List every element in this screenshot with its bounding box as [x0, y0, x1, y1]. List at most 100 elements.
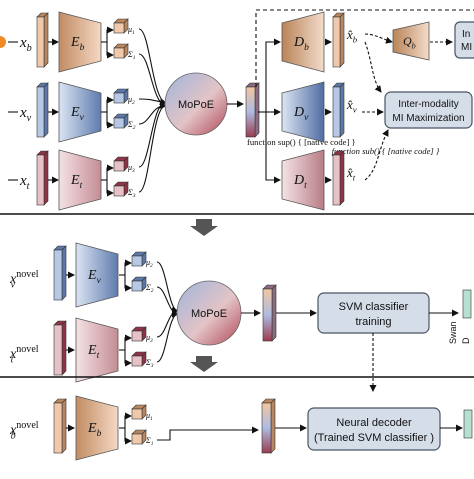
- dashed-xt-to-inter: [364, 129, 389, 181]
- swan-label-2: D: [461, 337, 471, 344]
- input-slab-xv: [36, 82, 49, 138]
- sig2-cube-xt-face: [131, 355, 143, 367]
- sig-cube-xt: [113, 181, 129, 197]
- latent-z2: [262, 284, 277, 342]
- decoder-Db: [281, 11, 325, 73]
- sig-label-xb: Σ1: [127, 50, 136, 61]
- input-slab-xv-side: [43, 82, 49, 138]
- arrow-to-mu-xb: [106, 26, 114, 42]
- z-label: function sup() { [native code] }function…: [247, 137, 440, 156]
- curve2-mu-xt: [156, 306, 179, 338]
- arrow-to-mu2-xv: [124, 259, 132, 275]
- mu-cube-xb: [113, 18, 129, 34]
- mu-label-xv: μ2: [127, 95, 135, 106]
- arrow-to-Db: [265, 38, 281, 112]
- novel-input-slab-xt: [53, 320, 67, 376]
- recon-slab-Dv-face: [332, 86, 341, 138]
- encoder2-label-Et: Et: [87, 343, 100, 361]
- novel-input-slab-xb: [53, 398, 67, 454]
- intra-mi-line1: In: [462, 29, 470, 40]
- input-label-xv: xv: [19, 105, 32, 124]
- mu2-cube-xv: [131, 251, 147, 267]
- mu2-label-xt: μ3: [145, 333, 153, 344]
- svm-training-box-line1: SVM classifier: [339, 301, 409, 313]
- latent-z-face: [245, 86, 256, 138]
- recon-slab-Dt: [332, 150, 345, 206]
- novel-input-slab-xt-side: [61, 320, 67, 376]
- input-slab-xb-face: [36, 16, 45, 68]
- novel-input-slab-xv-side: [61, 245, 67, 301]
- sig3-cube: [131, 429, 147, 445]
- mu-label-xb: μ1: [127, 25, 135, 36]
- novel-input-slab-xb-face: [53, 402, 63, 454]
- sig-cube-xb-face: [113, 47, 125, 59]
- inter-modality-box-line1: Inter-modality: [398, 99, 459, 110]
- encoder-label-Ev: Ev: [70, 105, 85, 123]
- recon-slab-Db-side: [339, 12, 345, 68]
- curve2-sig-xt: [156, 310, 179, 363]
- encoder-Et: [58, 149, 102, 211]
- sig-cube-xv: [113, 113, 129, 129]
- neural-decoder-box-line1: Neural decoder: [336, 417, 412, 429]
- sig-cube-xv-face: [113, 117, 125, 129]
- decoder-Dv: [281, 81, 325, 143]
- sig3-label: Σ1: [145, 436, 154, 447]
- qb-label: Qb: [403, 34, 416, 50]
- recon-slab-Dv: [332, 82, 345, 138]
- input-label-xt: xt: [19, 173, 31, 192]
- mu-cube-xv: [113, 88, 129, 104]
- mu-label-xt: μ3: [127, 163, 135, 174]
- encoder2-Et: [75, 317, 119, 383]
- mu3-cube-face: [131, 408, 143, 420]
- encoder3-Eb: [75, 395, 119, 461]
- mopoe-label: MoPoE: [178, 99, 214, 111]
- latent-z3-side: [270, 398, 276, 454]
- mu2-cube-xt: [131, 326, 147, 342]
- recon-slab-Dt-side: [339, 150, 345, 206]
- arrow-to-z3: [157, 426, 259, 441]
- arrow-to-sig2-xv: [124, 275, 132, 292]
- arrow-to-sig2-xt: [124, 350, 132, 367]
- novel-input-slab-xb-side: [61, 398, 67, 454]
- intra-mi-frame: [454, 21, 474, 59]
- recon-slab-Db-face: [332, 16, 341, 68]
- inter-modality-box-frame: [384, 91, 473, 129]
- novel-input-slab-xv: [53, 245, 67, 301]
- arrow-to-Qb: [364, 33, 393, 44]
- down-arrow-1: [190, 219, 218, 236]
- neural-decoder-box-frame: [307, 407, 441, 451]
- recon-slab-Dv-side: [339, 82, 345, 138]
- arrow-to-mu-xv: [106, 96, 114, 112]
- encoder-label-Et: Et: [70, 173, 83, 191]
- latent-z-side: [254, 82, 260, 138]
- input-slab-xt: [36, 150, 49, 206]
- latent-z: [245, 82, 260, 138]
- sig3-cube-face: [131, 433, 143, 445]
- mu-cube-xt: [113, 156, 129, 172]
- mu3-label: μ1: [145, 411, 153, 422]
- arrow-to-sig-xb: [106, 42, 114, 59]
- encoder2-Ev: [75, 242, 119, 308]
- latent-z3: [261, 398, 276, 454]
- swan-label: Swan: [448, 321, 458, 344]
- arrow-to-sig3: [124, 428, 132, 445]
- sig2-cube-xv-face: [131, 280, 143, 292]
- arrow-to-mu3: [124, 412, 132, 428]
- novel-input-slab-xv-face: [53, 249, 63, 301]
- mu2-cube-xt-face: [131, 330, 143, 342]
- sig-cube-xb: [113, 43, 129, 59]
- decoder-label-Db: Db: [293, 35, 309, 53]
- input-slab-xt-side: [43, 150, 49, 206]
- decoder-label-Dt: Dt: [293, 173, 307, 191]
- sig-cube-xt-face: [113, 185, 125, 197]
- sig2-label-xv: Σ2: [145, 283, 154, 294]
- sig-label-xv: Σ2: [127, 120, 136, 131]
- latent-z2-side: [271, 284, 277, 342]
- recon-slab-Db: [332, 12, 345, 68]
